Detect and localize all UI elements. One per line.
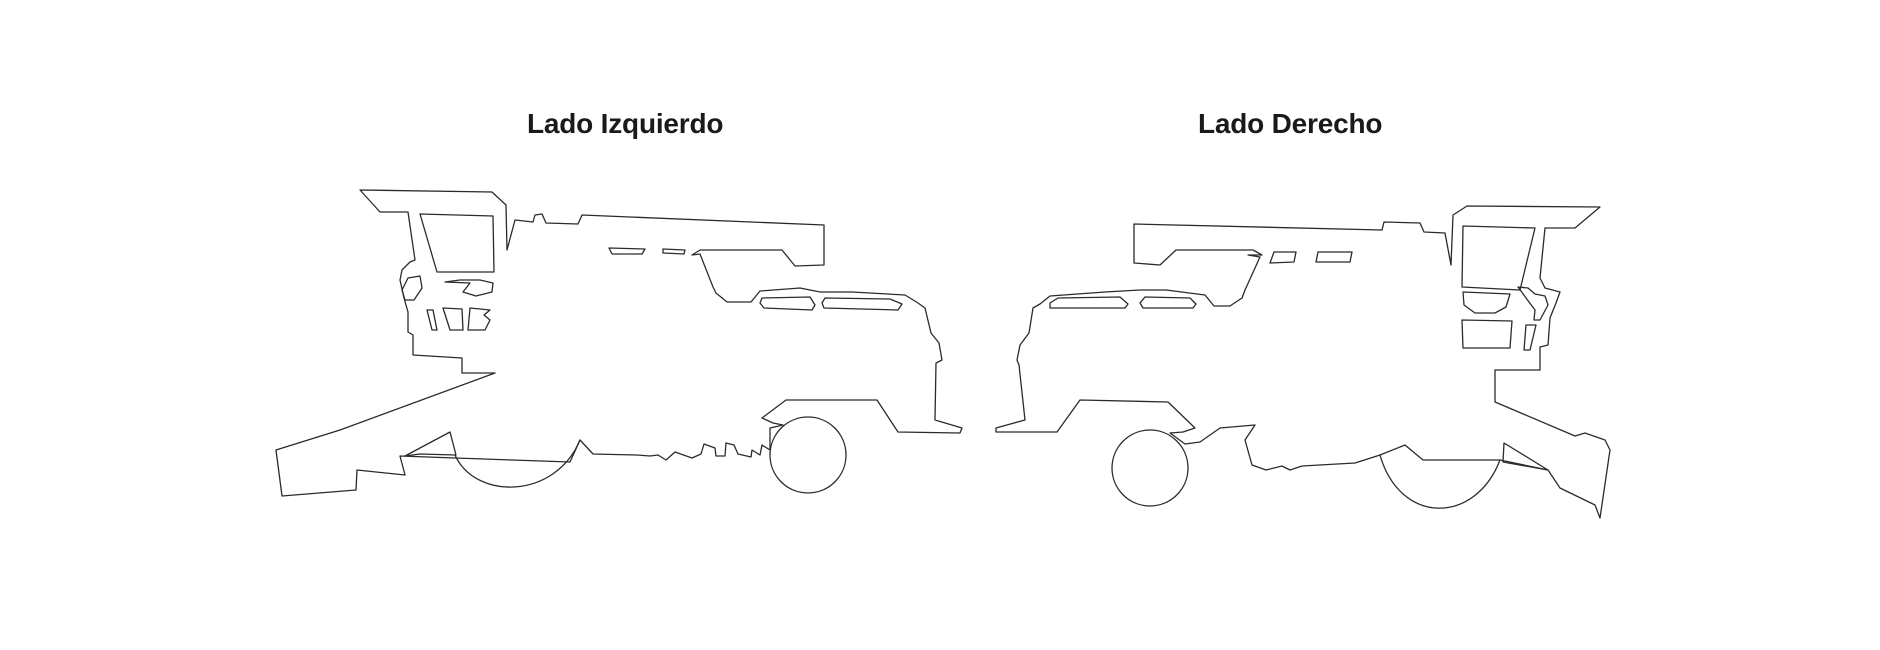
right-engine-vent-2	[1139, 296, 1197, 309]
right-cab-lower-panel	[1461, 319, 1513, 349]
left-harvester-body	[275, 189, 963, 497]
left-engine-vent-2	[821, 297, 903, 311]
right-grain-slot-2	[1315, 251, 1353, 263]
right-engine-vent-1	[1049, 296, 1129, 309]
right-front-wheel	[1379, 454, 1501, 509]
left-rear-wheel	[769, 416, 847, 494]
left-cab-lower-slot-3	[467, 307, 491, 331]
right-feeder-wedge	[1502, 442, 1549, 471]
right-side-title: Lado Derecho	[1198, 108, 1383, 139]
left-engine-vent-1	[759, 296, 816, 311]
right-cab-mirror	[1517, 286, 1549, 321]
left-feeder-wedge	[404, 431, 457, 457]
left-side-title: Lado Izquierdo	[527, 108, 724, 139]
left-cab-step	[401, 275, 423, 301]
right-cab-mid-panel	[1462, 291, 1511, 314]
left-cab-lower-panel	[444, 279, 494, 297]
right-side-harvester-outline	[995, 205, 1611, 519]
right-cab-window	[1461, 225, 1536, 291]
left-cab-lower-slot-1	[426, 309, 438, 331]
left-grain-slot-1	[608, 247, 646, 255]
left-cab-lower-slot-2	[442, 307, 464, 331]
right-grain-slot-1	[1269, 251, 1297, 264]
left-side-harvester-outline	[275, 189, 963, 497]
right-harvester-body	[995, 205, 1611, 519]
left-grain-slot-2	[662, 248, 686, 255]
left-cab-window	[419, 213, 495, 273]
right-cab-handle	[1523, 324, 1537, 351]
left-front-wheel	[454, 439, 581, 488]
right-rear-wheel	[1111, 429, 1189, 507]
